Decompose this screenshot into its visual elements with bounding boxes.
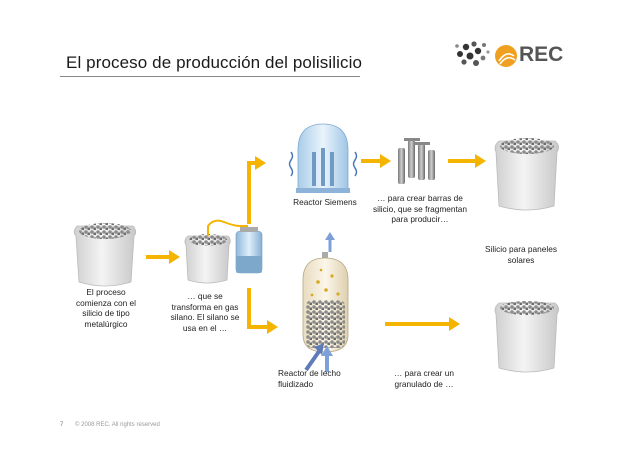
silicon-rods-icon [398, 138, 435, 184]
solar-silicon-chunks-sack-icon [494, 138, 559, 211]
arrow-to-solar-chunks-icon [448, 154, 486, 168]
copyright-text: © 2008 REC. All rights reserved [75, 422, 160, 428]
arrow-to-silane-icon [146, 250, 180, 264]
title-divider [60, 76, 360, 77]
slide-footer: 7 © 2008 REC. All rights reserved [60, 422, 160, 428]
siemens-reactor-icon [288, 123, 358, 193]
arrow-to-fbr-icon [247, 288, 278, 334]
label-silicon-rods: … para crear barras de silicio, que se f… [372, 193, 468, 224]
arrow-to-rods-icon [361, 154, 391, 168]
fluidized-bed-reactor-icon [302, 252, 349, 353]
label-granules: … para crear un granulado de … [394, 368, 454, 389]
page-number: 7 [60, 422, 64, 428]
arrow-to-solar-granules-icon [385, 317, 460, 331]
metallurgical-silicon-sack-icon [73, 223, 137, 287]
label-metallurgical-silicon: El proceso comienza con el silicio de ti… [76, 287, 136, 329]
label-fluidized-bed-reactor: Reactor de lecho fluidizado [278, 368, 341, 389]
label-solar-silicon: Silicio para paneles solares [485, 244, 557, 265]
arrow-to-siemens-icon [247, 156, 266, 224]
rec-logo-text: REC [519, 43, 564, 66]
gas-inflow-arrows-icon [304, 232, 335, 372]
rec-logo-icon [455, 41, 517, 67]
silane-conversion-icon [184, 219, 263, 284]
solar-silicon-granules-sack-icon [494, 301, 559, 373]
label-silane: … que se transforma en gas silano. El si… [170, 291, 240, 333]
page-title: El proceso de producción del polisilicio [66, 53, 362, 72]
label-siemens-reactor: Reactor Siemens [293, 197, 357, 207]
